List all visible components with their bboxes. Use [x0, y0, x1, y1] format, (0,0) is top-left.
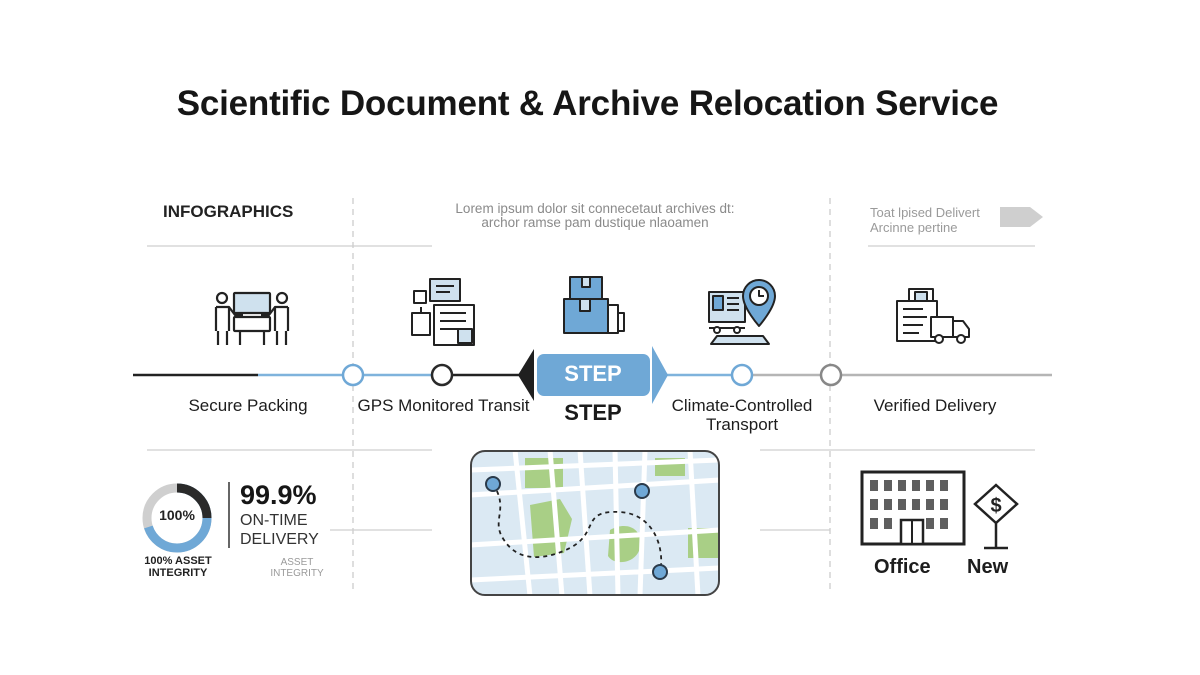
office-building-icon [860, 470, 966, 546]
truck-clock-pin-icon [708, 279, 776, 345]
new-label: New [967, 556, 1009, 578]
step-label-verified-delivery: Verified Delivery [873, 396, 997, 415]
asset-integrity-label: 100% ASSET INTEGRITY [144, 555, 212, 579]
timeline-node [730, 363, 754, 387]
delivery-van-icon [896, 288, 970, 344]
step-badge-label: STEP [564, 361, 622, 386]
integrity-donut [142, 483, 212, 553]
stacked-boxes-icon [563, 276, 625, 334]
timeline-node [819, 363, 843, 387]
documents-boxes-icon [411, 278, 475, 346]
page-title: Scientific Document & Archive Relocation… [176, 84, 999, 123]
ontime-label: ON-TIME DELIVERY [240, 512, 319, 548]
donut-value: 100% [159, 507, 195, 523]
step-label-gps-transit: GPS Monitored Transit [357, 396, 530, 415]
svg-text:$: $ [990, 495, 1001, 517]
asset-integrity-faded: ASSET INTEGRITY [270, 557, 324, 579]
infographics-label: INFOGRAPHICS [163, 202, 294, 221]
lorem-text: Lorem ipsum dolor sit connecetaut archiv… [455, 201, 735, 230]
timeline-node [430, 363, 454, 387]
step-sub-label: STEP [564, 400, 622, 425]
workers-packing-icon [214, 291, 290, 345]
ontime-percentage: 99.9% [240, 480, 317, 510]
office-label: Office [874, 556, 931, 578]
donut-arc-dark [176, 483, 212, 519]
step-label-secure-packing: Secure Packing [188, 396, 308, 415]
step-label-climate-transport: Climate-Controlled Transport [671, 396, 813, 434]
timeline-node [341, 363, 365, 387]
step-badge [537, 354, 650, 396]
right-note-text: Toat lpised Delivert Arcinne pertine [870, 205, 980, 235]
dollar-sign-icon: $ [973, 483, 1019, 550]
route-map [470, 450, 720, 596]
